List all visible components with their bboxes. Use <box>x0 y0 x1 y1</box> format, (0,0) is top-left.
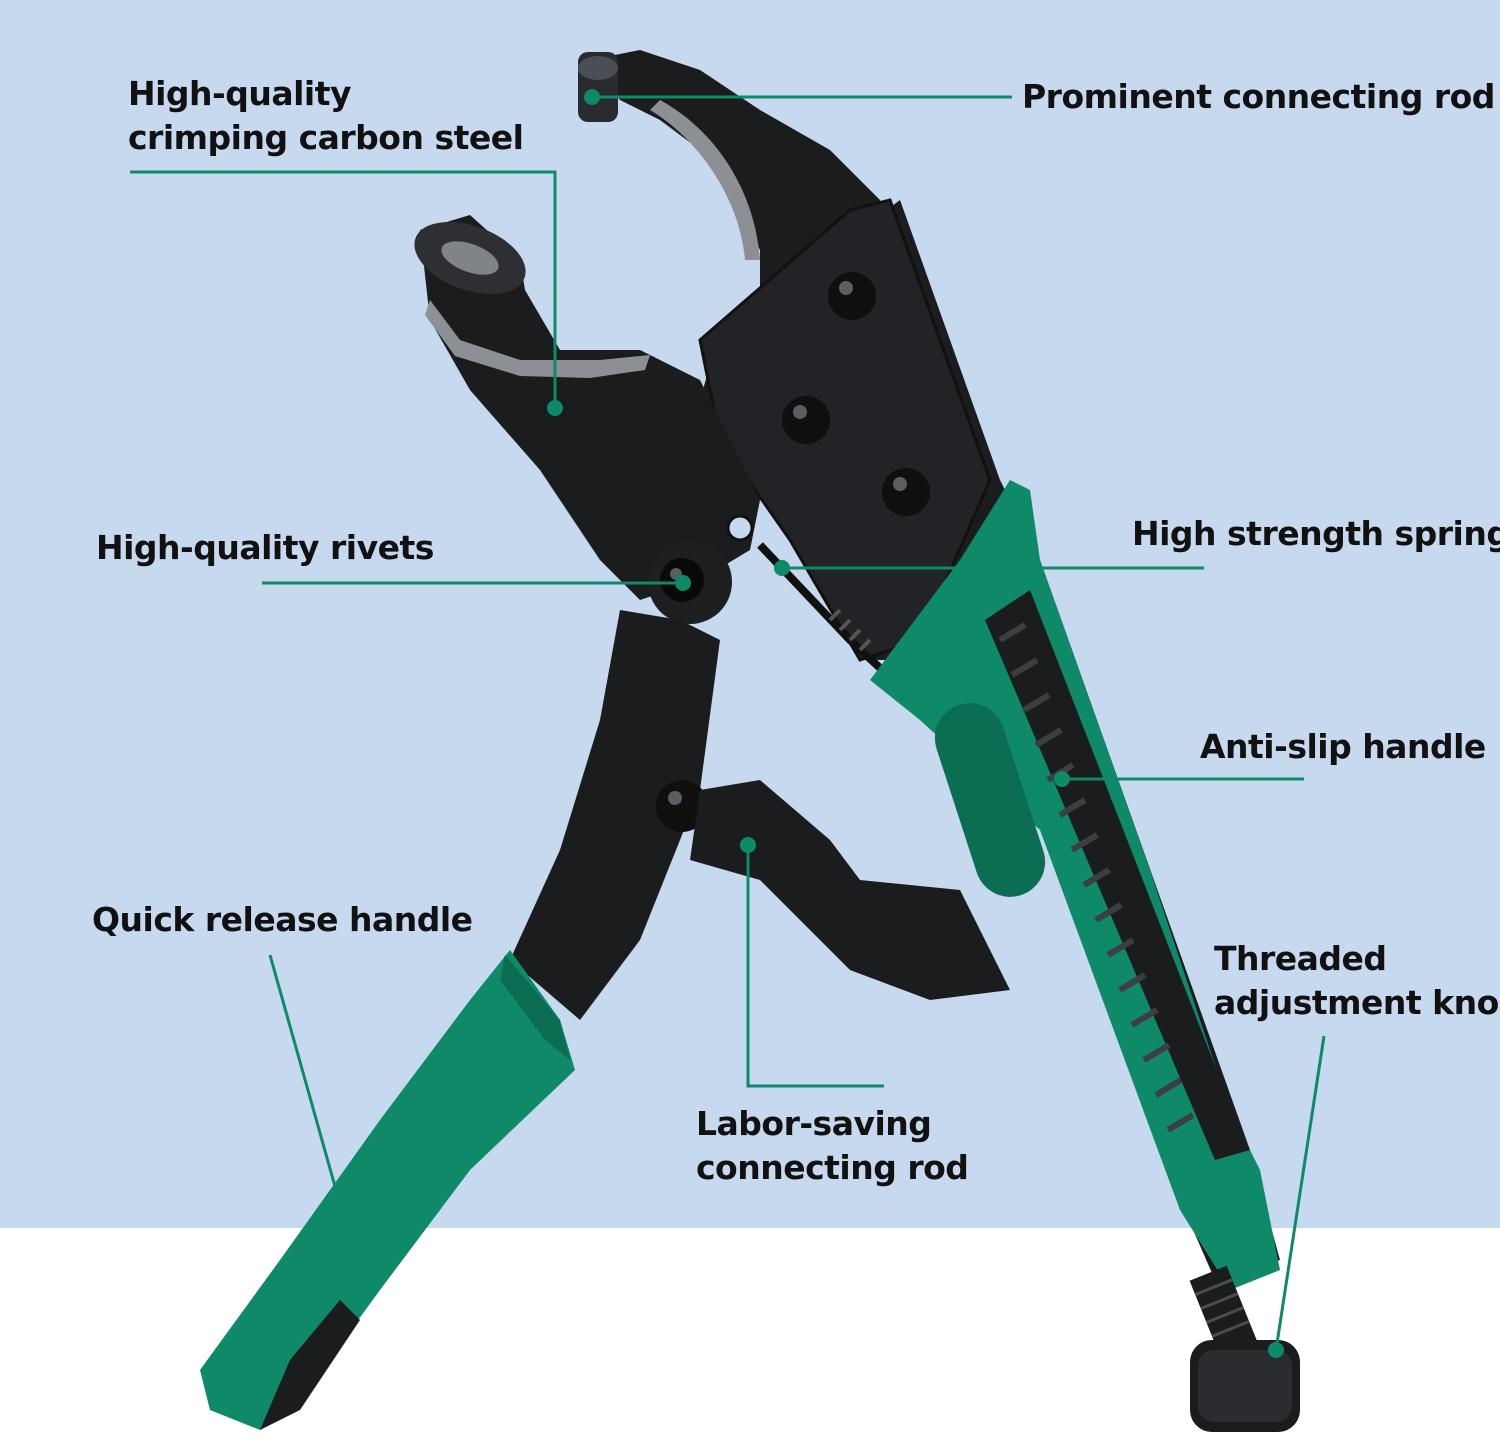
spring <box>757 542 883 671</box>
rivet <box>656 780 708 832</box>
rivet <box>882 468 930 516</box>
rivet <box>782 396 830 444</box>
lower-jaw <box>414 215 760 600</box>
labor-saving-rod <box>690 780 1010 1000</box>
label-crimping-steel-line2: crimping carbon steel <box>128 118 524 157</box>
anti-slip-handle-grip <box>870 480 1280 1290</box>
label-knob-line2: adjustment knob <box>1214 983 1500 1022</box>
label-crimping-steel-line1: High-quality <box>128 74 352 113</box>
adjustment-knob <box>1189 1265 1300 1432</box>
label-crimping-steel: High-quality crimping carbon steel <box>128 72 524 160</box>
label-labor-saving-line2: connecting rod <box>696 1148 969 1187</box>
label-knob-line1: Threaded <box>1214 939 1387 978</box>
grip-ribs <box>998 622 1195 1133</box>
label-labor-saving: Labor-saving connecting rod <box>696 1102 969 1190</box>
quick-release-handle-grip <box>200 950 575 1430</box>
callout-dot-icon <box>337 89 1284 1358</box>
label-connecting-rod: Prominent connecting rod <box>1022 77 1495 116</box>
quick-release-arm <box>510 610 720 1020</box>
label-knob: Threaded adjustment knob <box>1214 937 1500 1025</box>
label-anti-slip: Anti-slip handle <box>1200 727 1486 766</box>
label-spring: High strength spring <box>1132 514 1500 553</box>
label-labor-saving-line1: Labor-saving <box>696 1104 932 1143</box>
label-quick-release: Quick release handle <box>92 900 473 939</box>
callout-lines <box>130 95 1326 1351</box>
label-rivets: High-quality rivets <box>96 528 434 567</box>
rivet <box>828 272 876 320</box>
